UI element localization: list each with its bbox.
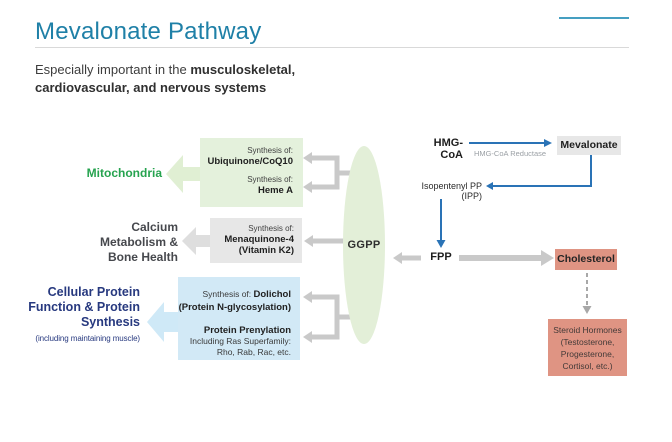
- synthesis-label: Synthesis of:: [247, 175, 293, 184]
- ggpp-to-mito-arrows-icon: [303, 152, 352, 193]
- hmgcoa-to-mevalonate-arrow-icon: [469, 139, 552, 147]
- product-heme-a: Heme A: [257, 185, 293, 196]
- synthesis-box-mitochondria: Synthesis of: Ubiquinone/CoQ10 Synthesis…: [200, 138, 303, 207]
- node-mevalonate: Mevalonate: [557, 136, 621, 155]
- steroid-line4: Cortisol, etc.): [562, 361, 613, 371]
- label-calcium-line3: Bone Health: [107, 250, 178, 264]
- steroid-line1: Steroid Hormones: [553, 325, 622, 335]
- product-dolichol-line: Synthesis of: Dolichol: [178, 284, 291, 302]
- ggpp-to-bone-arrow-icon: [304, 235, 348, 247]
- product-ubiquinone: Ubiquinone/CoQ10: [207, 156, 294, 167]
- synthesis-label: Synthesis of:: [248, 224, 294, 233]
- steroid-line3: Progesterone,: [560, 349, 615, 359]
- synthesis-box-protein: Synthesis of: Dolichol (Protein N-glycos…: [178, 277, 300, 360]
- product-menaquinone: Menaquinone-4: [224, 234, 294, 245]
- synthesis-box-bone: Synthesis of: Menaquinone-4 (Vitamin K2): [210, 218, 302, 263]
- product-vitamin-k2: (Vitamin K2): [238, 245, 294, 256]
- title-divider: [35, 47, 629, 48]
- node-steroid-hormones: Steroid Hormones (Testosterone, Progeste…: [548, 319, 627, 376]
- product-prenylation-sub1: Including Ras Superfamily:: [189, 336, 291, 346]
- subtitle-prefix: Especially important in the: [35, 62, 191, 77]
- label-calcium-line1: Calcium: [131, 220, 178, 234]
- synthesis-label: Synthesis of:: [202, 289, 254, 299]
- node-fpp: FPP: [430, 251, 452, 263]
- subtitle-bold-1: musculoskeletal,: [190, 62, 296, 77]
- label-hmg-coa-reductase: HMG-CoA Reductase: [473, 149, 547, 158]
- subtitle-bold-2: cardiovascular, and nervous systems: [35, 80, 267, 95]
- label-calcium-bone-health: Calcium Metabolism & Bone Health: [68, 220, 178, 265]
- product-dolichol-sub: (Protein N-glycosylation): [178, 302, 291, 313]
- mitochondria-block-arrow-icon: [166, 155, 200, 193]
- bone-health-block-arrow-icon: [182, 227, 210, 255]
- label-cellular-note: (including maintaining muscle): [35, 334, 140, 343]
- page-title: Mevalonate Pathway: [35, 18, 262, 45]
- product-dolichol: Dolichol: [253, 289, 291, 300]
- label-mitochondria: Mitochondria: [86, 166, 162, 180]
- node-cholesterol: Cholesterol: [555, 249, 617, 270]
- cholesterol-to-steroid-arrow-icon: [582, 273, 592, 314]
- page-subtitle: Especially important in the musculoskele…: [35, 61, 295, 97]
- label-cellular-line1: Cellular Protein: [47, 285, 140, 299]
- mevalonate-to-ipp-arrow-icon: [486, 155, 592, 190]
- label-cellular-protein: Cellular Protein Function & Protein Synt…: [20, 285, 140, 346]
- synthesis-label: Synthesis of:: [247, 146, 293, 155]
- product-prenylation-sub2: Rho, Rab, Rac, etc.: [216, 347, 291, 357]
- ggpp-label: GGPP: [347, 239, 381, 251]
- node-hmg-coa: HMG-CoA: [433, 137, 463, 161]
- label-cellular-line3: Synthesis: [80, 315, 140, 329]
- ggpp-to-protein-arrows-icon: [303, 291, 352, 343]
- ipp-to-fpp-arrow-icon: [436, 199, 446, 248]
- header-accent-line: [559, 17, 629, 19]
- fpp-to-ggpp-arrow-icon: [393, 252, 421, 264]
- cellular-protein-block-arrow-icon: [147, 302, 178, 342]
- product-prenylation: Protein Prenylation: [203, 325, 291, 336]
- fpp-to-cholesterol-arrow-icon: [459, 250, 554, 266]
- label-calcium-line2: Metabolism &: [99, 235, 178, 249]
- ggpp-node: GGPP: [343, 146, 385, 344]
- node-isopentenyl-pp: Isopentenyl PP (IPP): [421, 181, 482, 201]
- label-cellular-line2: Function & Protein: [28, 300, 140, 314]
- steroid-line2: (Testosterone,: [560, 337, 615, 347]
